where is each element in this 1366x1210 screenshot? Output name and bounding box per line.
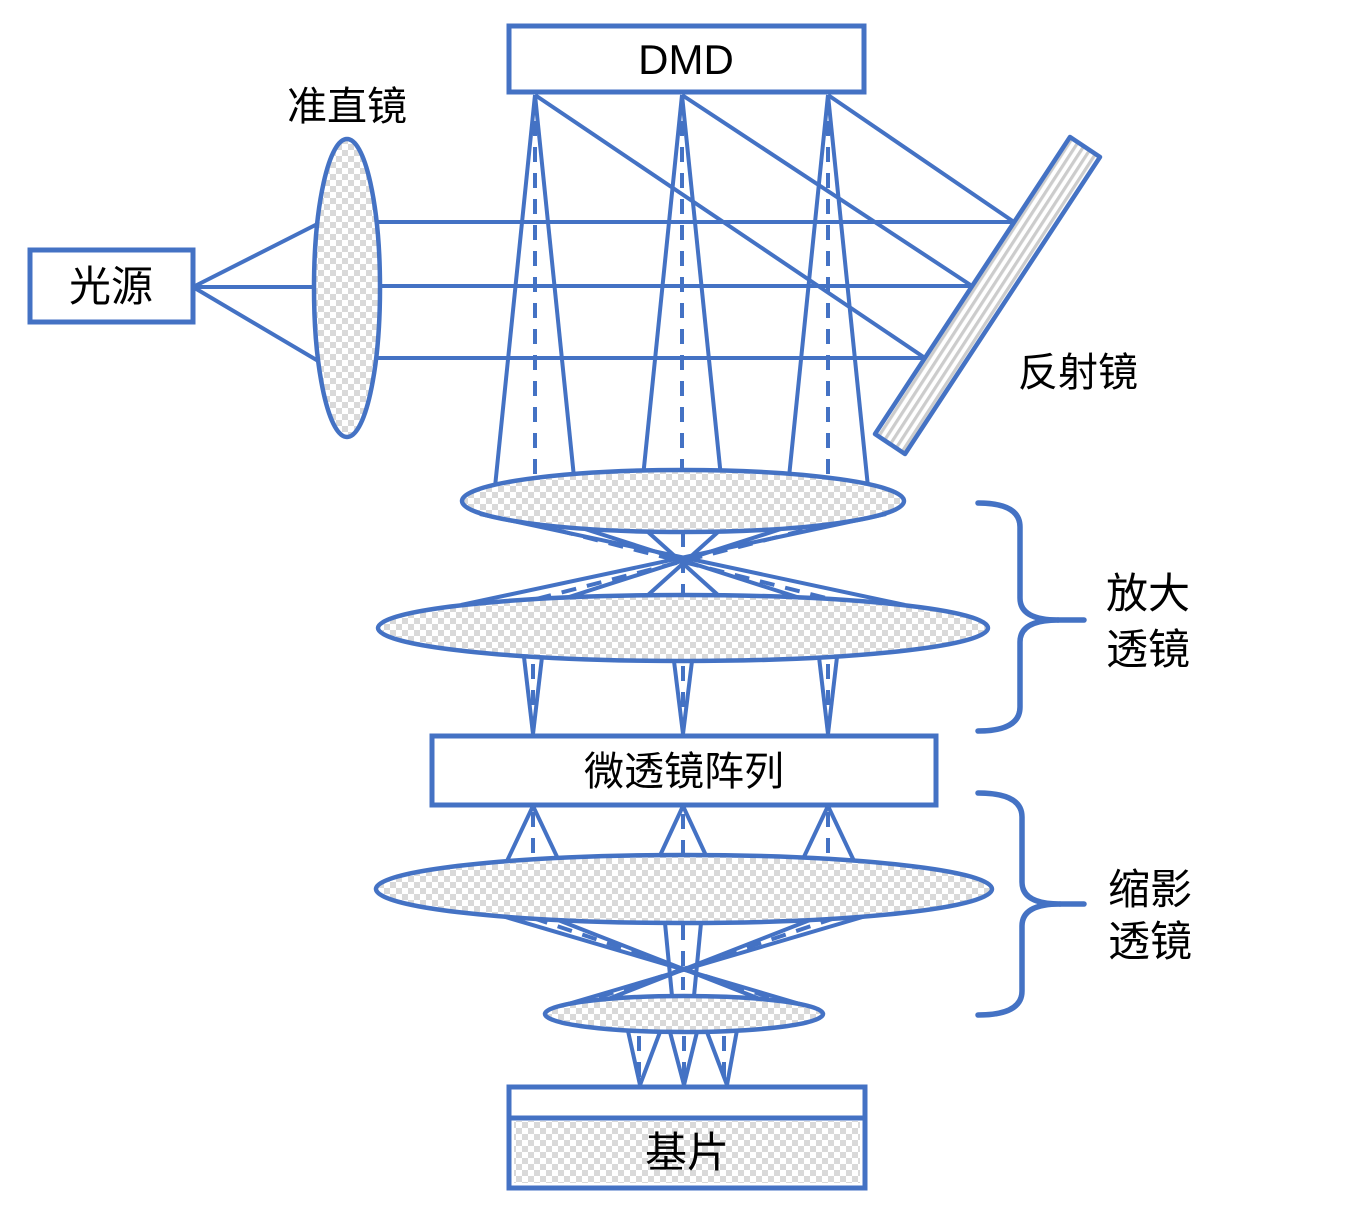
optical-axis-ray — [587, 916, 836, 1003]
light-ray — [680, 93, 974, 288]
light-ray — [800, 805, 830, 862]
braces-layer — [975, 500, 1087, 1018]
magnifier-brace — [975, 500, 1061, 734]
microlens-array-box — [429, 733, 939, 808]
light-ray — [533, 93, 927, 360]
reducer-brace — [975, 790, 1063, 1018]
light-ray — [505, 805, 535, 862]
mirror-shape — [872, 134, 1103, 457]
light-ray — [826, 805, 856, 862]
light-ray — [826, 656, 839, 735]
light-ray — [692, 922, 703, 997]
light-source-label: 光源 — [69, 263, 153, 310]
reduction-lens-2 — [542, 993, 826, 1035]
substrate-label: 基片 — [645, 1129, 729, 1176]
light-ray — [786, 94, 830, 488]
light-ray — [522, 656, 535, 735]
magnifier-lens-1 — [459, 467, 907, 535]
light-ray — [493, 94, 537, 488]
magnifier-label-line1: 放大 — [1106, 570, 1190, 617]
mirror-label: 反射镜 — [1018, 351, 1138, 395]
reduction-lens-1 — [373, 852, 995, 926]
dmd-box — [506, 23, 867, 95]
light-ray — [680, 94, 724, 488]
optical-axis-ray — [532, 916, 781, 1003]
reducer-label-line2: 透镜 — [1108, 918, 1192, 965]
magnifier-lens-2 — [375, 592, 991, 664]
light-ray — [826, 94, 870, 488]
magnifier-label-line2: 透镜 — [1106, 626, 1190, 673]
light-ray — [681, 805, 711, 863]
light-ray — [567, 914, 867, 1006]
light-ray — [501, 914, 801, 1006]
collimator-label: 准直镜 — [287, 85, 407, 129]
light-ray — [531, 656, 544, 735]
light-ray — [817, 656, 830, 735]
reducer-label-line1: 缩影 — [1108, 866, 1192, 913]
substrate-fill — [514, 1121, 860, 1183]
light-rays-layer — [191, 93, 1016, 1086]
light-ray — [681, 660, 694, 735]
light-ray — [640, 94, 684, 488]
light-ray — [682, 1031, 699, 1086]
dmd-label: DMD — [638, 36, 734, 83]
light-ray — [533, 94, 577, 488]
light-ray — [668, 1031, 686, 1086]
light-ray — [655, 805, 685, 863]
light-source-box — [27, 247, 196, 325]
light-ray — [725, 1029, 739, 1086]
optical-elements-layer — [27, 23, 1103, 1035]
light-ray — [531, 805, 561, 862]
light-ray — [638, 1031, 662, 1086]
collimating-lens — [311, 136, 383, 440]
light-ray — [672, 660, 685, 735]
light-ray — [826, 93, 1016, 224]
substrate-layer — [506, 1084, 868, 1191]
microlens-array-label: 微透镜阵列 — [584, 750, 784, 794]
light-ray — [663, 922, 674, 997]
